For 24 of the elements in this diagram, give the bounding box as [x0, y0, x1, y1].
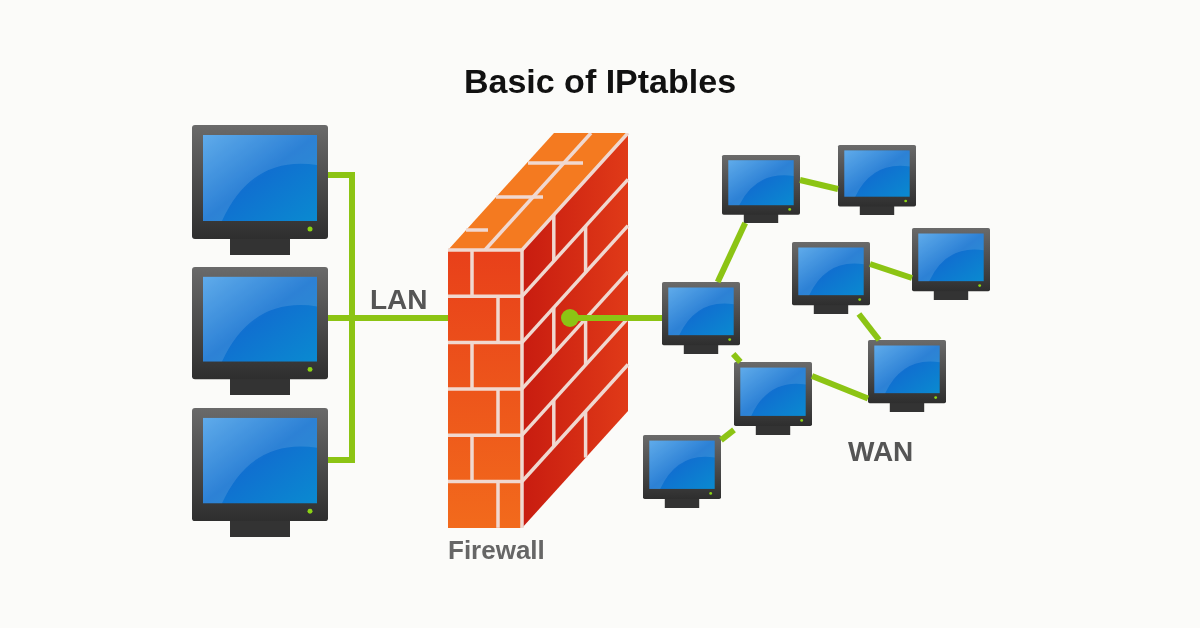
computer-monitor-icon [662, 282, 740, 354]
computer-monitor-icon [192, 267, 328, 395]
network-label: WAN [848, 436, 914, 468]
network-label: LAN [370, 284, 428, 316]
computer-monitor-icon [734, 362, 812, 435]
firewall-label: Firewall [448, 535, 545, 566]
network-cable [799, 177, 839, 192]
computer-monitor-icon [792, 242, 870, 314]
computer-monitor-icon [192, 125, 328, 255]
title: Basic of IPtables [462, 62, 738, 101]
network-cable [719, 427, 736, 443]
network-cable [810, 373, 870, 402]
network-cable [561, 309, 662, 327]
computer-monitor-icon [838, 145, 916, 215]
computer-monitor-icon [722, 155, 800, 223]
network-cable [869, 261, 913, 281]
computer-monitor-icon [912, 228, 990, 300]
computer-monitor-icon [868, 340, 946, 412]
computer-monitor-icon [643, 435, 721, 508]
network-cable [715, 221, 748, 284]
computer-monitor-icon [192, 408, 328, 537]
network-cable [856, 312, 882, 342]
network-cable [328, 315, 448, 463]
network-cable [730, 352, 743, 364]
